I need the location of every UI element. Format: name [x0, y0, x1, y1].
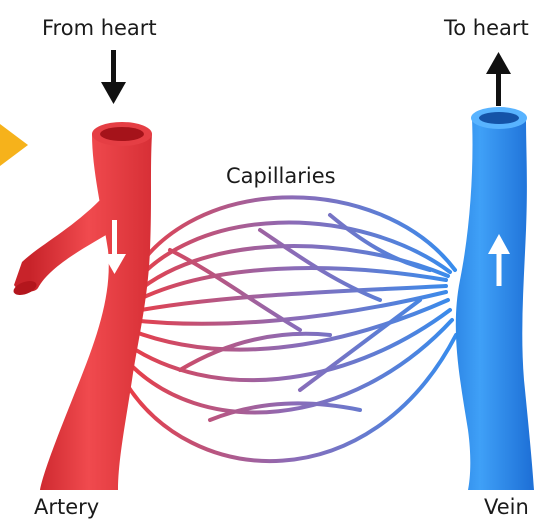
label-to-heart: To heart: [444, 18, 529, 39]
label-vein: Vein: [484, 497, 529, 518]
pointer-triangle-icon: [0, 124, 28, 166]
vein-vessel: [456, 107, 534, 490]
arrow-up-icon: [486, 52, 511, 106]
label-from-heart: From heart: [42, 18, 157, 39]
label-capillaries: Capillaries: [226, 166, 336, 187]
artery-vessel: [12, 122, 152, 490]
capillary-network: [124, 197, 456, 461]
arrow-down-icon: [101, 50, 126, 104]
label-artery: Artery: [34, 497, 99, 518]
